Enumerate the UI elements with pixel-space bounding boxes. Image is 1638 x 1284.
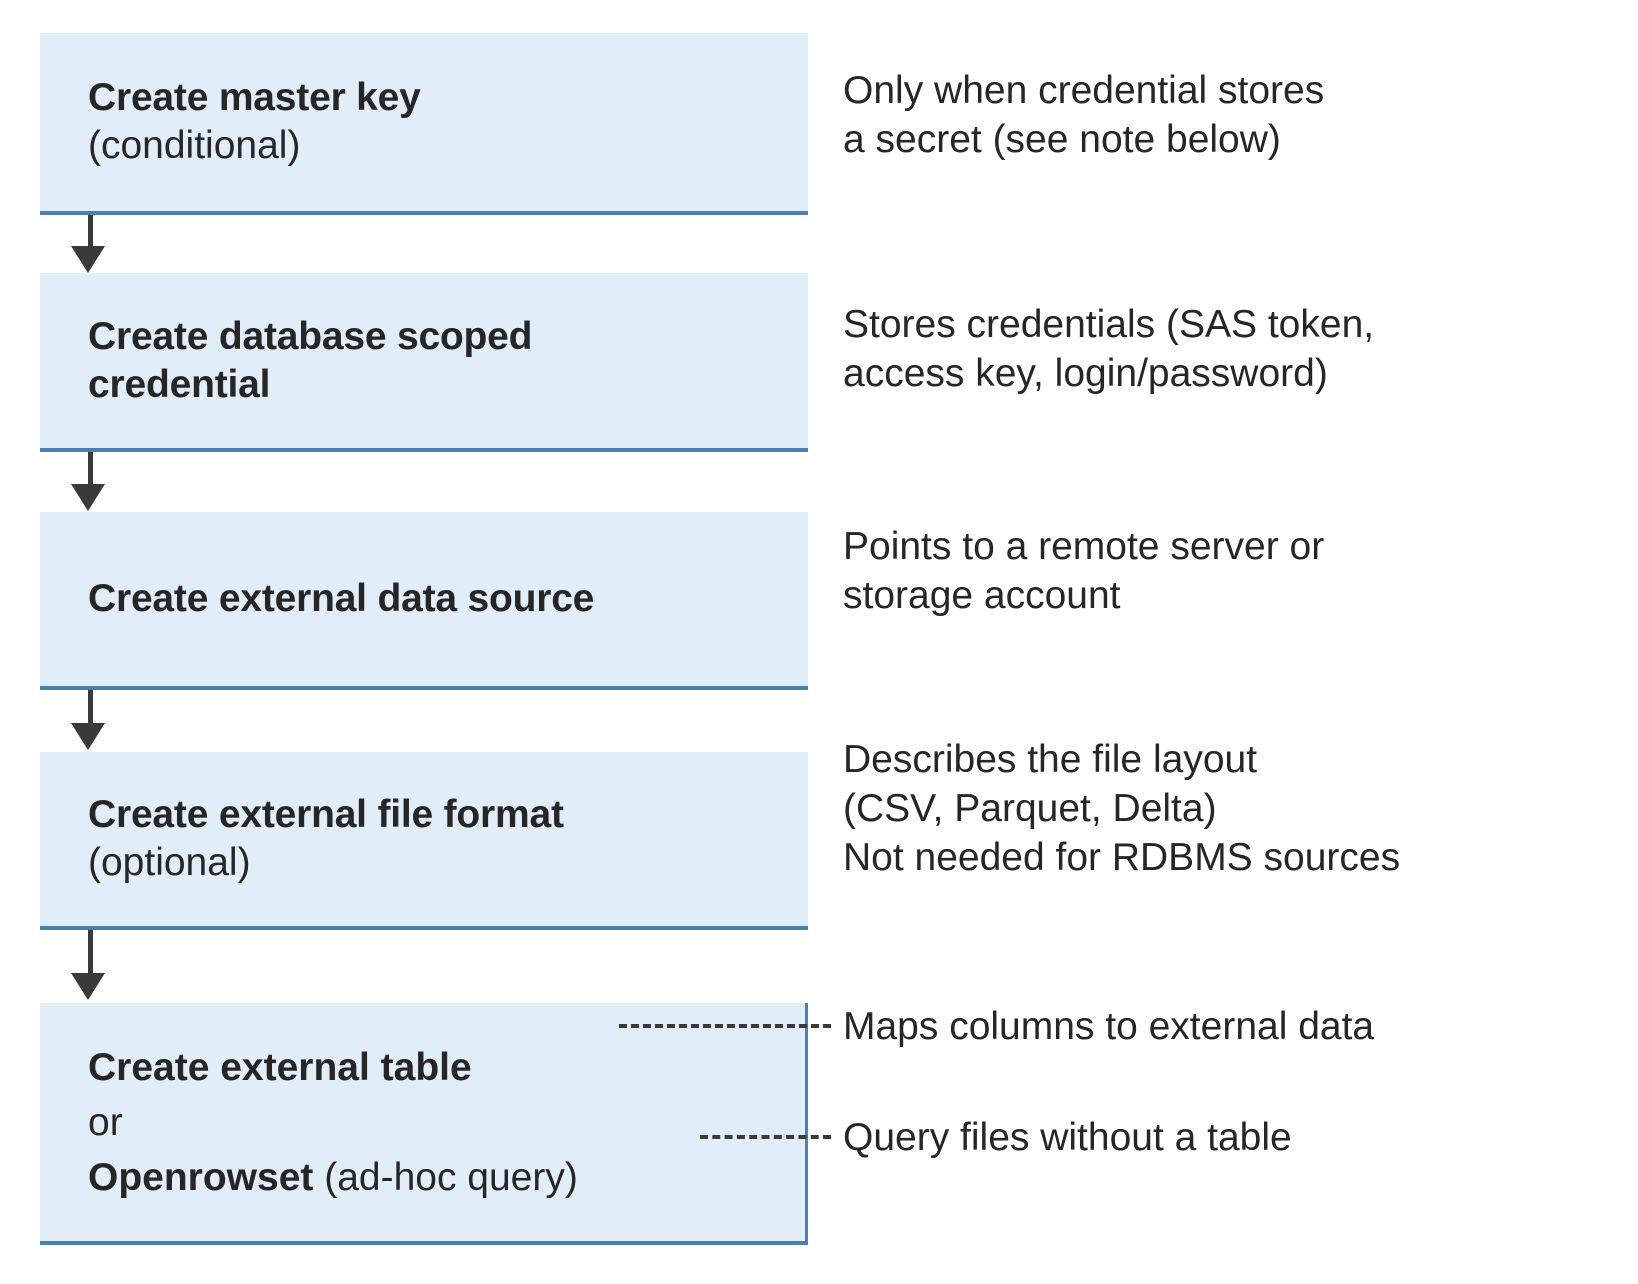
flow-step-title: Create master key bbox=[88, 76, 421, 120]
dashed-connector-openrowset bbox=[700, 1135, 831, 1139]
flow-step-create-external-data-source[interactable]: Create external data source bbox=[40, 512, 808, 690]
flow-step-title: Create external file format bbox=[88, 793, 564, 837]
alternative-openrowset-bold: Openrowset bbox=[88, 1155, 314, 1199]
alternative-openrowset-label: Openrowset (ad-hoc query) bbox=[88, 1158, 578, 1197]
annotation-create-external-data-source: Points to a remote server or storage acc… bbox=[843, 525, 1325, 618]
alternative-openrowset-rest: (ad-hoc query) bbox=[313, 1155, 578, 1199]
annotation-openrowset: Query files without a table bbox=[843, 1116, 1292, 1159]
flow-step-create-master-key[interactable]: Create master key (conditional) bbox=[40, 33, 808, 215]
alternative-openrowset[interactable]: Openrowset (ad-hoc query) bbox=[88, 1148, 793, 1206]
arrow-stem bbox=[88, 215, 93, 249]
flow-step-content: Create external file format (optional) bbox=[40, 791, 808, 886]
arrow-head bbox=[71, 484, 105, 511]
flow-step-content: Create database scoped credential bbox=[40, 313, 808, 408]
dashed-connector-external-table bbox=[619, 1024, 831, 1028]
flow-step-title: Create database scoped credential bbox=[88, 314, 533, 406]
arrow-stem bbox=[88, 690, 93, 726]
flow-step-subtitle: (conditional) bbox=[88, 124, 301, 167]
flow-step-create-database-scoped-credential[interactable]: Create database scoped credential bbox=[40, 273, 808, 452]
arrow-head bbox=[71, 973, 105, 1000]
alternative-external-table-bold: Create external table bbox=[88, 1045, 472, 1089]
alternative-external-table[interactable]: Create external table bbox=[88, 1038, 793, 1096]
flow-step-content: Create external table or Openrowset (ad-… bbox=[40, 1003, 805, 1241]
arrow-down-icon bbox=[71, 452, 105, 512]
arrow-head bbox=[71, 246, 105, 273]
arrow-down-icon bbox=[71, 690, 105, 752]
alternative-separator: or bbox=[88, 1096, 793, 1148]
flow-step-content: Create external data source bbox=[40, 575, 808, 623]
arrow-head bbox=[71, 723, 105, 750]
annotation-create-database-scoped-credential: Stores credentials (SAS token, access ke… bbox=[843, 303, 1375, 396]
arrow-stem bbox=[88, 930, 93, 976]
annotation-create-external-table: Maps columns to external data bbox=[843, 1005, 1375, 1048]
flow-step-subtitle: (optional) bbox=[88, 841, 251, 884]
flow-step-create-external-file-format[interactable]: Create external file format (optional) bbox=[40, 752, 808, 930]
alternative-external-table-label: Create external table bbox=[88, 1048, 472, 1087]
alternative-separator-label: or bbox=[88, 1100, 123, 1144]
flow-step-title: Create external data source bbox=[88, 577, 595, 621]
flow-step-create-external-table-or-openrowset[interactable]: Create external table or Openrowset (ad-… bbox=[40, 1003, 808, 1245]
flow-step-content: Create master key (conditional) bbox=[40, 74, 808, 169]
annotation-create-master-key: Only when credential stores a secret (se… bbox=[843, 69, 1325, 162]
arrow-stem bbox=[88, 452, 93, 487]
arrow-down-icon bbox=[71, 930, 105, 1003]
arrow-down-icon bbox=[71, 215, 105, 273]
annotation-create-external-file-format: Describes the file layout (CSV, Parquet,… bbox=[843, 738, 1401, 880]
